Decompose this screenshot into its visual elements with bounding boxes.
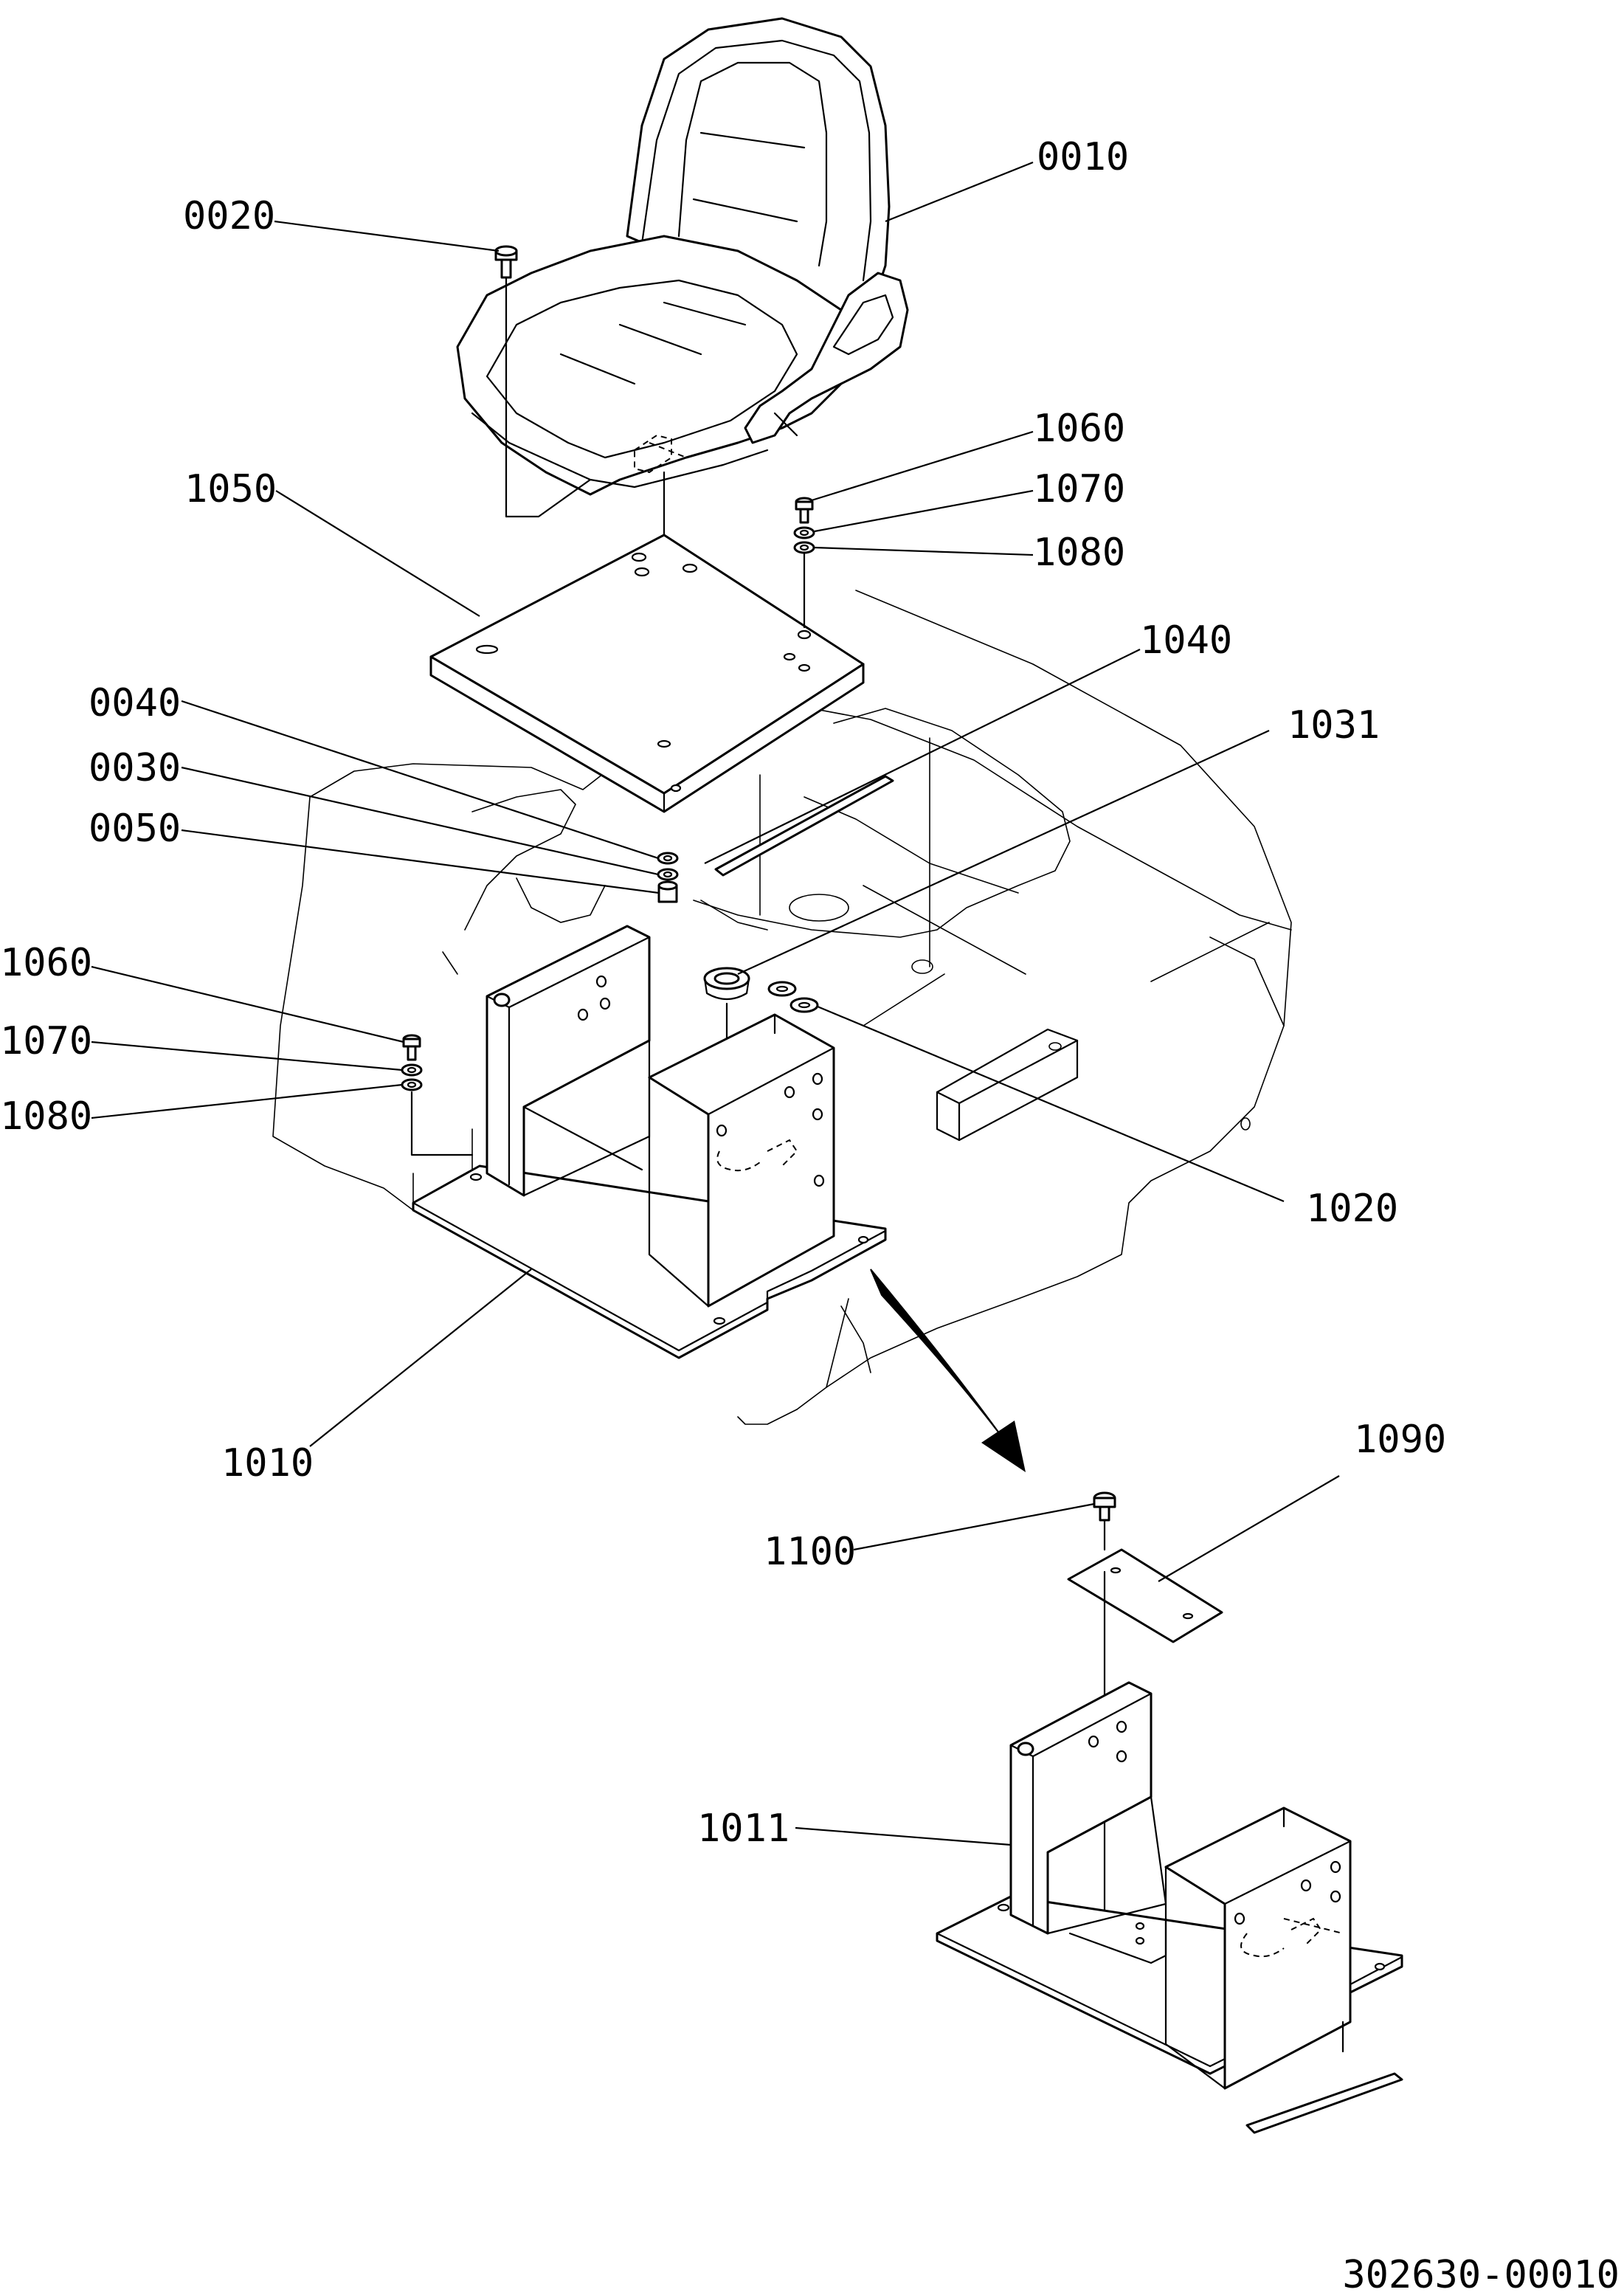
seat-bolt-part [494,245,592,518]
floor-frame-ghost [272,590,1292,1425]
curved-arrow [870,1269,1026,1472]
stand-1011-part [936,1681,1403,2090]
callout-0020: 0020 [183,194,275,238]
center-fastener-stack [657,852,679,903]
callout-1010: 1010 [221,1441,314,1485]
drawing-number: 302630-00010 [1342,2253,1620,2295]
leader-lines [91,161,1340,1846]
callout-1011: 1011 [697,1806,789,1851]
callout-0040: 0040 [89,681,181,725]
callout-0030: 0030 [89,746,181,790]
callout-1060-top: 1060 [1033,407,1125,451]
callout-0050: 0050 [89,807,181,851]
callout-1031: 1031 [1288,703,1380,748]
callout-1080-left: 1080 [0,1094,92,1139]
callout-1020: 1020 [1306,1187,1398,1231]
callout-1090: 1090 [1354,1418,1446,1462]
callout-1080-top: 1080 [1033,531,1125,575]
callout-1060-left: 1060 [0,941,92,985]
seat-part [456,17,909,496]
strip-lower-part [1245,2072,1403,2134]
washer-pair-part [767,981,819,1013]
callout-1070-left: 1070 [0,1019,92,1063]
callout-1100: 1100 [764,1530,856,1574]
bolt-1100-part [1093,1491,1116,1551]
top-bolt-stack [793,497,815,629]
callout-0010: 0010 [1037,135,1129,179]
callout-1070-top: 1070 [1033,467,1125,511]
strip-part [714,775,894,877]
callout-1050: 1050 [184,467,277,511]
stand-1010-part [412,925,887,1359]
left-bolt-stack [401,1034,474,1156]
callout-1040: 1040 [1140,618,1232,663]
plate-part [429,534,865,813]
